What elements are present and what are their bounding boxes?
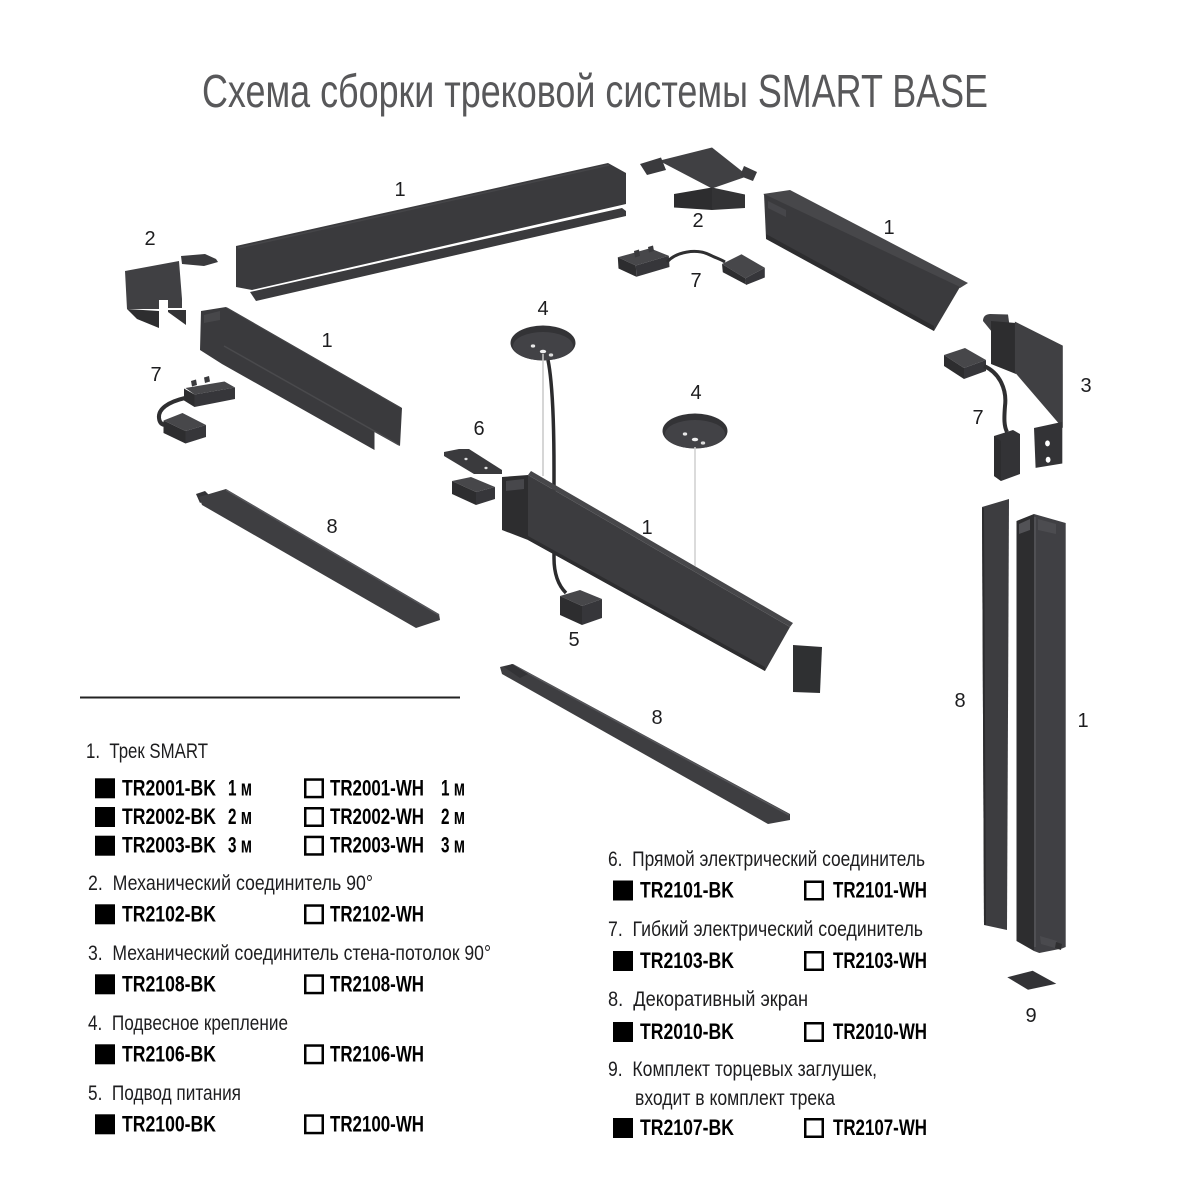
svg-text:8: 8 <box>954 690 965 712</box>
svg-text:1. Трек SMART: 1. Трек SMART <box>86 740 208 763</box>
svg-text:8: 8 <box>651 707 662 729</box>
svg-text:2 м: 2 м <box>228 804 252 829</box>
svg-text:5. Подвод питания: 5. Подвод питания <box>88 1082 241 1105</box>
svg-text:TR2101-BK: TR2101-BK <box>640 878 734 903</box>
svg-text:8. Декоративный экран: 8. Декоративный экран <box>608 988 808 1011</box>
svg-text:TR2107-WH: TR2107-WH <box>833 1115 927 1140</box>
svg-text:TR2106-WH: TR2106-WH <box>330 1041 424 1066</box>
svg-text:2: 2 <box>692 210 703 232</box>
svg-text:входит в комплект трека: входит в комплект трека <box>635 1087 835 1110</box>
svg-text:7: 7 <box>690 270 701 292</box>
svg-text:1: 1 <box>321 330 332 352</box>
svg-text:1: 1 <box>1077 710 1088 732</box>
svg-text:TR2102-WH: TR2102-WH <box>330 901 424 926</box>
svg-text:2. Механический соединитель 9: 2. Механический соединитель 90° <box>88 872 373 895</box>
svg-text:TR2003-WH: TR2003-WH <box>330 833 424 858</box>
svg-text:4: 4 <box>690 382 701 404</box>
svg-text:TR2103-WH: TR2103-WH <box>833 948 927 973</box>
svg-text:TR2001-BK: TR2001-BK <box>122 775 216 800</box>
svg-text:1: 1 <box>883 217 894 239</box>
svg-text:Схема сборки трековой системы: Схема сборки трековой системы SMART BASE <box>202 65 988 117</box>
svg-text:TR2100-WH: TR2100-WH <box>330 1111 424 1136</box>
svg-text:3 м: 3 м <box>228 833 252 858</box>
svg-text:7: 7 <box>150 364 161 386</box>
svg-text:7: 7 <box>972 407 983 429</box>
svg-text:4. Подвесное крепление: 4. Подвесное крепление <box>88 1012 288 1035</box>
svg-text:TR2106-BK: TR2106-BK <box>122 1041 216 1066</box>
svg-text:1 м: 1 м <box>228 775 252 800</box>
svg-text:1: 1 <box>641 517 652 539</box>
svg-text:6: 6 <box>473 418 484 440</box>
svg-text:TR2002-BK: TR2002-BK <box>122 804 216 829</box>
svg-text:9. Комплект торцевых заглушек: 9. Комплект торцевых заглушек, <box>608 1058 877 1081</box>
svg-text:TR2108-WH: TR2108-WH <box>330 971 424 996</box>
svg-text:TR2100-BK: TR2100-BK <box>122 1111 216 1136</box>
svg-text:TR2010-WH: TR2010-WH <box>833 1019 927 1044</box>
svg-text:4: 4 <box>537 298 548 320</box>
svg-text:1 м: 1 м <box>441 775 465 800</box>
svg-text:TR2101-WH: TR2101-WH <box>833 878 927 903</box>
svg-text:TR2108-BK: TR2108-BK <box>122 971 216 996</box>
svg-text:7. Гибкий электрический соеди: 7. Гибкий электрический соединитель <box>608 918 923 941</box>
svg-text:2: 2 <box>144 228 155 250</box>
svg-text:TR2107-BK: TR2107-BK <box>640 1115 734 1140</box>
svg-text:1: 1 <box>394 179 405 201</box>
svg-text:9: 9 <box>1025 1005 1036 1027</box>
svg-text:TR2010-BK: TR2010-BK <box>640 1019 734 1044</box>
svg-text:3. Механический соединитель с: 3. Механический соединитель стена-потоло… <box>88 942 491 965</box>
svg-text:TR2001-WH: TR2001-WH <box>330 775 424 800</box>
svg-text:5: 5 <box>568 629 579 651</box>
svg-text:3 м: 3 м <box>441 833 465 858</box>
svg-text:2 м: 2 м <box>441 804 465 829</box>
svg-text:TR2003-BK: TR2003-BK <box>122 833 216 858</box>
svg-text:3: 3 <box>1080 375 1091 397</box>
svg-text:8: 8 <box>326 516 337 538</box>
svg-text:6. Прямой электрический соеди: 6. Прямой электрический соединитель <box>608 848 925 871</box>
svg-text:TR2103-BK: TR2103-BK <box>640 948 734 973</box>
svg-text:TR2002-WH: TR2002-WH <box>330 804 424 829</box>
svg-text:TR2102-BK: TR2102-BK <box>122 901 216 926</box>
